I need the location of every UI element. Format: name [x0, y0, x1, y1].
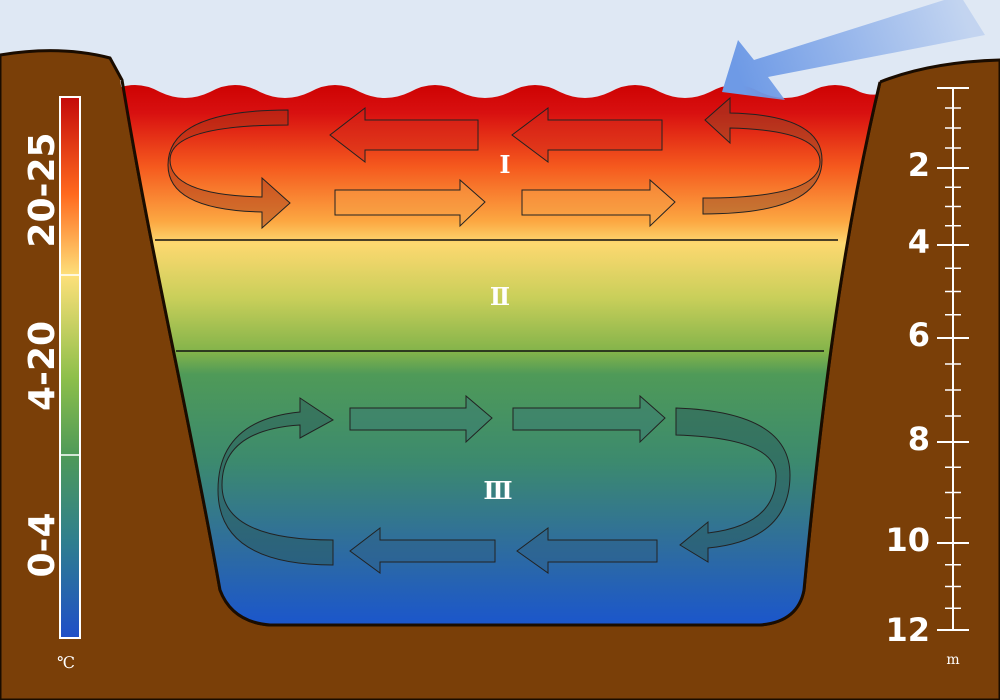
temperature-band-label: 20-25 — [22, 132, 63, 247]
curved-arrow-icon — [702, 96, 823, 215]
layer-label-1: Ⅰ — [499, 150, 510, 179]
right-arrow-icon — [512, 394, 666, 444]
curved-arrow-icon — [675, 407, 791, 563]
temperature-band-label: 0-4 — [22, 512, 63, 577]
depth-label: 6 — [908, 316, 930, 354]
layer-label-3: Ⅲ — [483, 476, 512, 505]
depth-label: 4 — [908, 223, 930, 261]
right-arrow-icon — [349, 394, 493, 444]
depth-unit-label: m — [946, 652, 959, 668]
right-arrow-icon — [521, 178, 676, 228]
curved-arrow-icon — [167, 109, 291, 230]
left-arrow-icon — [349, 526, 496, 574]
lake-water — [120, 80, 880, 625]
layer-label-2: Ⅱ — [490, 282, 510, 311]
temperature-gradient-bar — [59, 96, 81, 639]
depth-ruler: 2 4 6 8 10 12 m — [885, 87, 969, 668]
curved-arrow-icon — [217, 397, 334, 566]
temperature-unit-label: ℃ — [57, 653, 75, 672]
depth-label: 12 — [885, 611, 930, 649]
temperature-band-label: 4-20 — [22, 321, 63, 411]
left-arrow-icon — [329, 106, 479, 164]
layer-1-circulation — [167, 96, 823, 230]
left-arrow-icon — [516, 527, 658, 574]
depth-label: 8 — [908, 420, 930, 458]
temperature-scale: 20-25 4-20 0-4 ℃ — [22, 96, 81, 672]
right-arrow-icon — [334, 178, 486, 228]
layer-3-circulation — [217, 394, 791, 574]
basin-outline — [120, 79, 882, 627]
depth-label: 2 — [908, 146, 930, 184]
depth-label: 10 — [885, 521, 930, 559]
left-arrow-icon — [511, 107, 663, 163]
sunlight-arrow-icon — [722, 0, 985, 100]
